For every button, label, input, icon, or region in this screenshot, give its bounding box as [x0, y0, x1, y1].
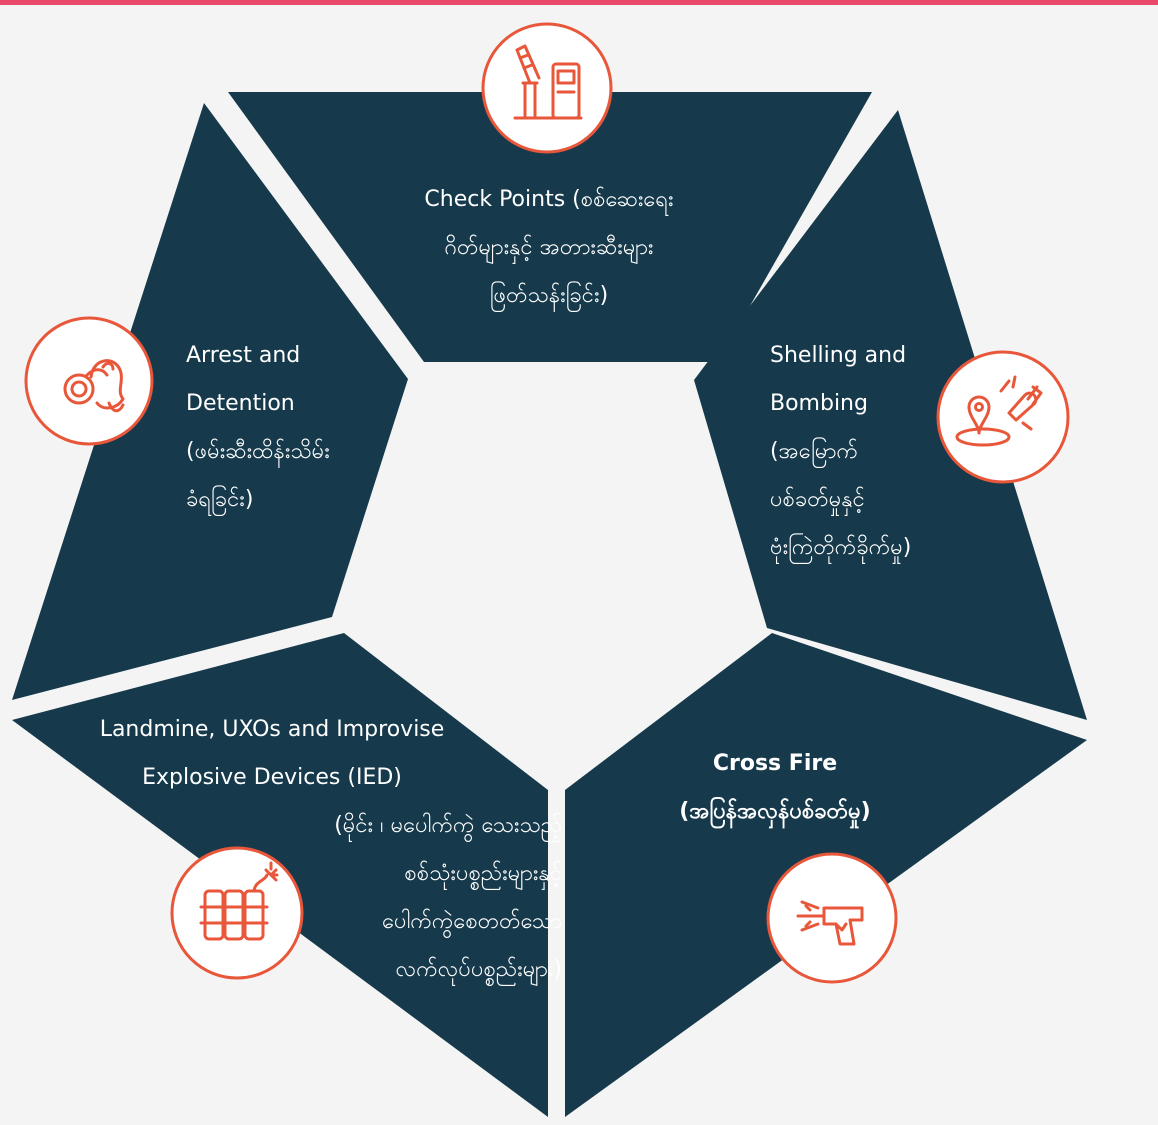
checkpoints-label-line-3: ဖြတ်သန်းခြင်း): [489, 283, 609, 308]
top-accent-rule: [0, 0, 1158, 5]
landmine-label-line-4: စစ်သုံးပစ္စည်းများနှင့်: [404, 861, 562, 886]
checkpoints-label-line-1: Check Points (စစ်ဆေးရေး: [424, 187, 674, 212]
shelling-label-line-4: ပစ်ခတ်မှုနှင့်: [770, 487, 865, 512]
shelling-label: Shelling and Bombing (အမြောက် ပစ်ခတ်မှုန…: [770, 332, 990, 572]
landmine-label-line-6: လက်လုပ်ပစ္စည်းများ): [395, 957, 562, 982]
handcuffs-icon: [24, 316, 154, 446]
landmine-label-myanmar: (မိုင်း ၊ မပေါက်ကွဲ သေးသည့် စစ်သုံးပစ္စည…: [262, 802, 562, 994]
landmine-label-line-2: Explosive Devices (IED): [142, 765, 402, 790]
arrest-label-line-1: Arrest and: [186, 343, 301, 368]
crossfire-label-line-1: Cross Fire: [712, 751, 838, 776]
arrest-label-line-2: Detention: [186, 391, 295, 416]
arrest-label-line-3: (ဖမ်းဆီးထိန်းသိမ်း: [186, 439, 330, 464]
crossfire-label: Cross Fire (အပြန်အလှန်ပစ်ခတ်မှု): [610, 740, 940, 836]
crossfire-label-line-2: (အပြန်အလှန်ပစ်ခတ်မှု): [679, 799, 871, 824]
segment-arrest: [12, 103, 408, 700]
segment-checkpoints: [228, 92, 872, 362]
arrest-label-line-4: ခံရခြင်း): [186, 487, 254, 512]
barrier-gate-icon: [481, 22, 613, 154]
checkpoints-label: Check Points (စစ်ဆေးရေး ဂိတ်များနှင့် အတ…: [368, 176, 730, 320]
landmine-label-line-3: (မိုင်း ၊ မပေါက်ကွဲ သေးသည့်: [334, 813, 562, 838]
landmine-label: Landmine, UXOs and Improvise Explosive D…: [62, 706, 482, 802]
shelling-label-line-2: Bombing: [770, 391, 868, 416]
explosives-icon: [170, 846, 304, 980]
shelling-label-line-5: ဗုံးကြဲတိုက်ခိုက်မှု): [770, 535, 912, 560]
shelling-label-line-3: (အမြောက်: [770, 439, 858, 464]
bomb-location-icon: [936, 350, 1070, 484]
landmine-label-line-5: ပေါက်ကွဲစေတတ်သော: [382, 909, 562, 934]
landmine-label-line-1: Landmine, UXOs and Improvise: [99, 717, 445, 742]
shelling-label-line-1: Shelling and: [770, 343, 907, 368]
segment-shelling: [694, 110, 1087, 720]
gun-icon: [766, 852, 898, 984]
arrest-label: Arrest and Detention (ဖမ်းဆီးထိန်းသိမ်း …: [186, 332, 416, 524]
checkpoints-label-line-2: ဂိတ်များနှင့် အတားဆီးများ: [444, 235, 654, 260]
